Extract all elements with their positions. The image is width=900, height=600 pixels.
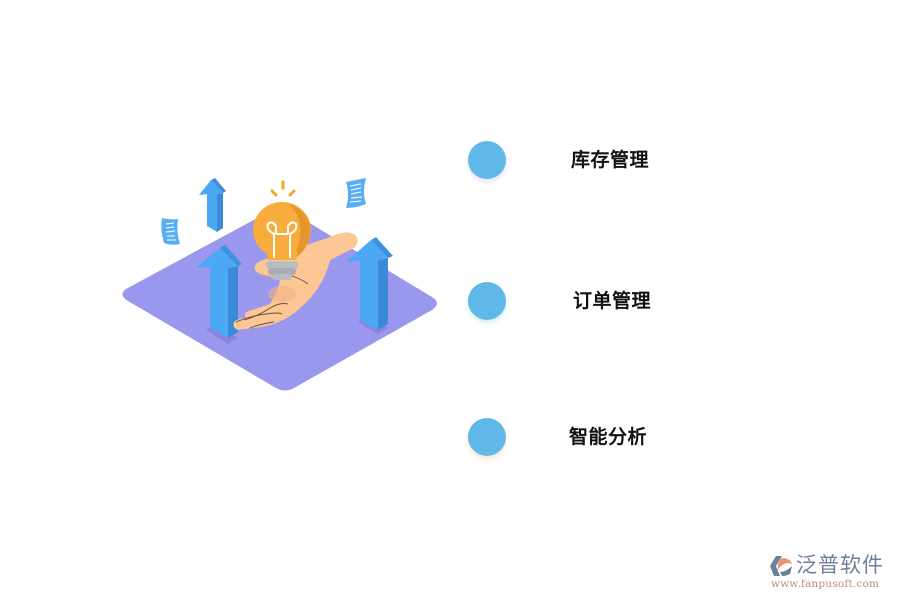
hand-icon — [233, 232, 358, 330]
document-icon — [346, 178, 366, 208]
bullet-dot-icon — [468, 141, 506, 179]
bullet-dot-icon — [468, 418, 506, 456]
feature-item-orders: 订单管理 — [468, 282, 728, 320]
brand-url: www.fanpusoft.com — [771, 578, 880, 590]
feature-item-inventory: 库存管理 — [468, 141, 728, 179]
feature-label: 智能分析 — [569, 426, 648, 448]
arrow-up-icon — [346, 237, 393, 330]
brand-name: 泛普软件 — [796, 553, 884, 577]
arrow-up-icon — [196, 245, 242, 338]
document-icon — [161, 218, 180, 245]
lightbulb-icon — [253, 180, 311, 280]
brand-logo-icon — [768, 554, 794, 578]
illustration — [110, 170, 450, 400]
feature-label: 库存管理 — [571, 149, 650, 171]
feature-label: 订单管理 — [573, 290, 652, 312]
arrow-up-icon — [199, 178, 226, 232]
brand-watermark: 泛普软件 www.fanpusoft.com — [768, 552, 894, 592]
bullet-dot-icon — [468, 282, 506, 320]
feature-item-analytics: 智能分析 — [468, 418, 728, 456]
